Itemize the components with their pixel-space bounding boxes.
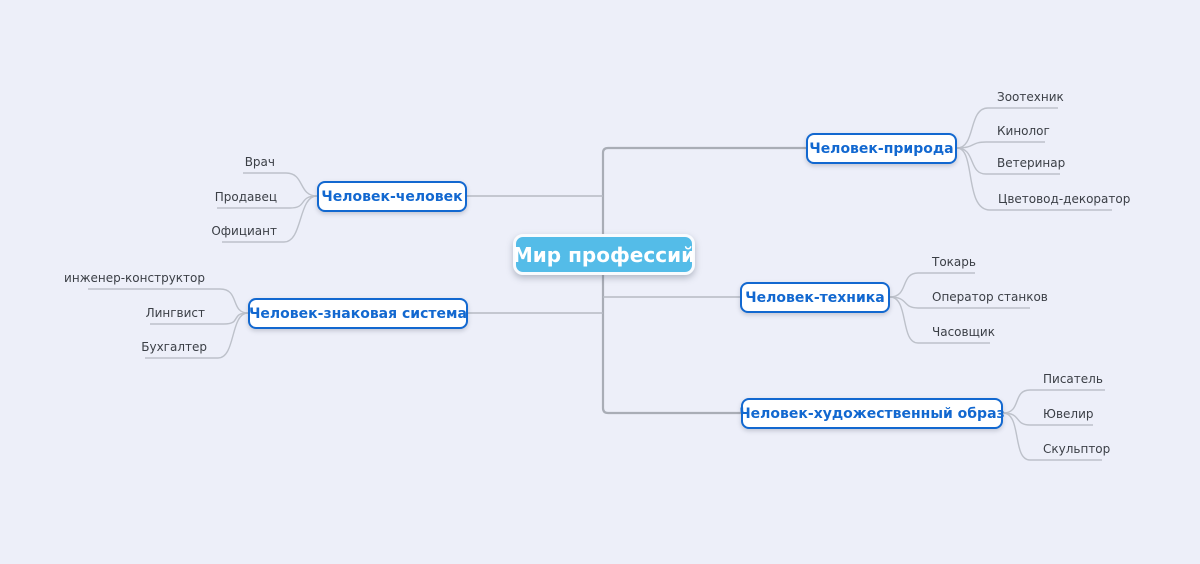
leaf-vrach[interactable]: Врач (244, 155, 275, 169)
central-node[interactable]: Мир профессий (513, 234, 695, 275)
leaf-line-skulptor (1002, 412, 1102, 461)
leaf-kinolog[interactable]: Кинолог (997, 124, 1050, 138)
leaf-line-pisatel (1002, 389, 1105, 414)
leaf-tokar[interactable]: Токарь (932, 255, 976, 269)
leaf-tsvetovod-dekorator[interactable]: Цветовод-декоратор (998, 192, 1131, 206)
leaf-inzhener-konstruktor[interactable]: инженер-конструктор (64, 271, 205, 285)
leaf-line-kinolog (956, 141, 1045, 149)
leaf-line-veterinar (956, 147, 1060, 175)
leaf-ofitsiant[interactable]: Официант (211, 224, 277, 238)
leaf-line-operator (889, 296, 1030, 309)
branch-node-chelovek-znakovaya-sistema[interactable]: Человек-знаковая система (248, 298, 468, 329)
leaf-prodavets[interactable]: Продавец (214, 190, 277, 204)
leaf-line-inzhener (88, 288, 249, 314)
leaf-line-bukhgalter (145, 312, 249, 359)
leaf-lingvist[interactable]: Лингвист (145, 306, 205, 320)
leaf-line-vrach (243, 172, 318, 197)
leaf-line-zootekhnik (956, 107, 1058, 149)
leaf-skulptor[interactable]: Скульптор (1043, 442, 1111, 456)
leaf-zootekhnik[interactable]: Зоотехник (997, 90, 1064, 104)
leaf-pisatel[interactable]: Писатель (1043, 372, 1103, 386)
leaf-line-chasovschik (889, 296, 990, 344)
branch-node-chelovek-priroda[interactable]: Человек-природа (806, 133, 957, 164)
leaf-operator-stankov[interactable]: Оператор станков (932, 290, 1048, 304)
leaf-line-yuvelir (1002, 412, 1093, 426)
leaf-bukhgalter[interactable]: Бухгалтер (141, 340, 207, 354)
branch-node-chelovek-khudozhestvennyy-obraz[interactable]: Человек-художественный образ (739, 398, 1005, 429)
leaf-veterinar[interactable]: Ветеринар (997, 156, 1066, 170)
branch-node-chelovek-chelovek[interactable]: Человек-человек (317, 181, 467, 212)
leaf-line-ofitsiant (222, 195, 318, 243)
spine-line (601, 146, 806, 415)
branch-node-chelovek-tekhnika[interactable]: Человек-техника (740, 282, 890, 313)
leaf-chasovschik[interactable]: Часовщик (932, 325, 995, 339)
leaf-yuvelir[interactable]: Ювелир (1043, 407, 1094, 421)
leaf-line-tsvetovod (956, 147, 1112, 211)
leaf-line-tokar (889, 272, 975, 298)
leaf-line-prodavets (217, 195, 318, 209)
